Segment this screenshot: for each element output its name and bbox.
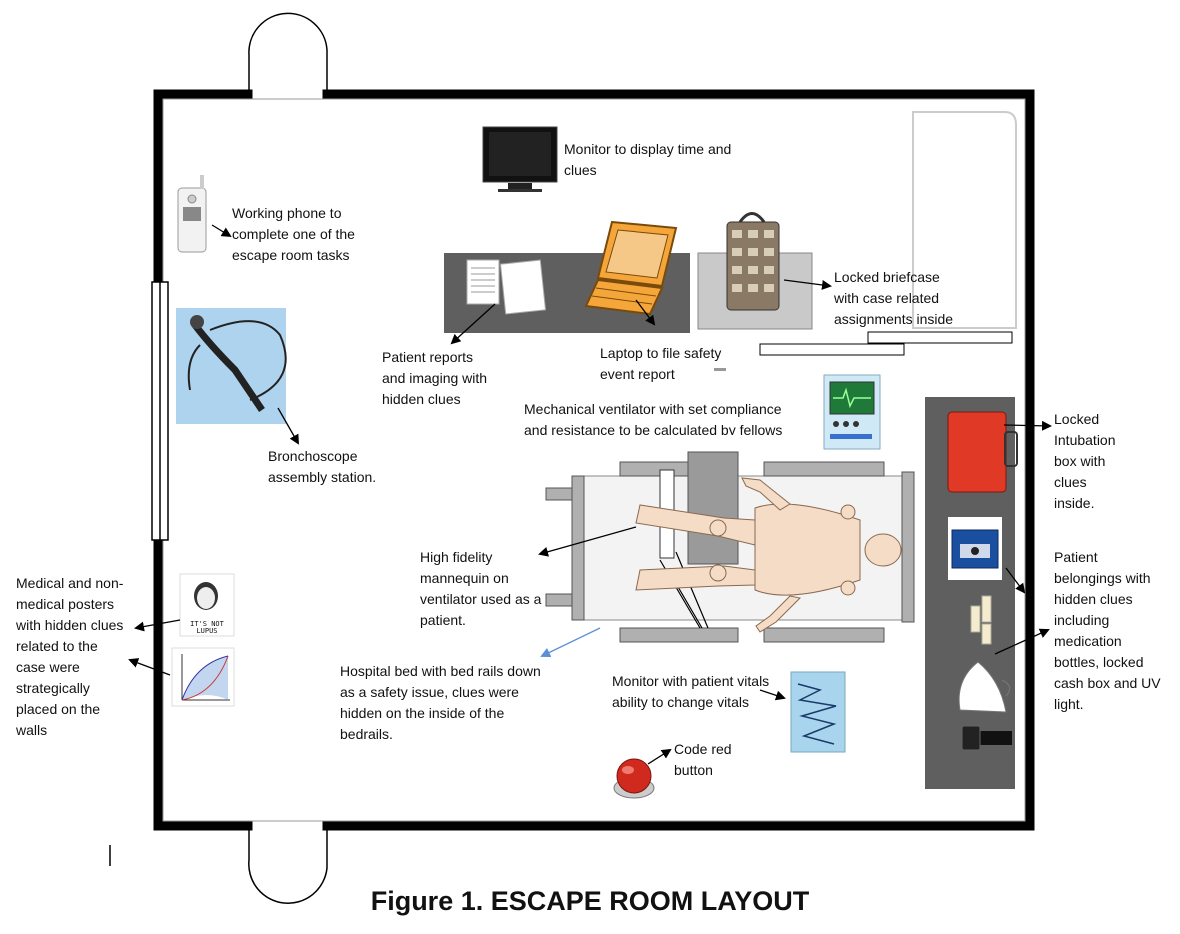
bag-icon xyxy=(958,661,1011,713)
annotation-arrows xyxy=(128,224,1052,765)
bronchoscope-label: Bronchoscope assembly station. xyxy=(268,448,377,485)
lupus-poster: IT'S NOT LUPUS xyxy=(179,573,235,637)
mannequin-label: High fidelity mannequin on ventilator us… xyxy=(420,549,542,628)
monitor-time-label: Monitor to display time and clues xyxy=(564,141,732,178)
room-walls xyxy=(153,89,1035,831)
left-window xyxy=(151,281,169,541)
patient-reports-icon xyxy=(466,259,547,315)
patient-reports-label: Patient reports and imaging with hidden … xyxy=(382,349,488,407)
mannequin-icon xyxy=(635,477,902,633)
intubation-box-icon xyxy=(947,411,1018,493)
phone-label: Working phone to complete one of the esc… xyxy=(232,205,355,263)
top-door[interactable] xyxy=(248,12,328,90)
svg-text:LUPUS: LUPUS xyxy=(196,627,217,635)
graph-poster xyxy=(171,647,235,707)
bed-label: Hospital bed with bed rails down as a sa… xyxy=(340,663,541,742)
phone-icon xyxy=(177,175,207,253)
intubation-box-label: Locked Intubation box with clues inside. xyxy=(1054,411,1116,511)
figure-title: Figure 1. ESCAPE ROOM LAYOUT xyxy=(370,886,810,916)
monitor-icon xyxy=(482,126,558,192)
bronchoscope-icon xyxy=(176,308,287,424)
laptop-label: Laptop to file safety event report xyxy=(600,345,722,382)
ventilator-label: Mechanical ventilator with set complianc… xyxy=(524,401,783,435)
vitals-monitor-label: Monitor with patient vitals ability to c… xyxy=(612,673,770,710)
medication-bottles-icon xyxy=(970,595,992,645)
briefcase-label: Locked briefcase with case related assig… xyxy=(834,269,954,327)
vitals-monitor-icon xyxy=(790,671,846,753)
cash-box-icon xyxy=(948,517,1002,580)
code-red-button-icon xyxy=(613,758,655,799)
belongings-label: Patient belongings with hidden clues inc… xyxy=(1054,549,1161,712)
bottom-door[interactable] xyxy=(248,830,328,904)
ventilator-icon xyxy=(823,374,881,450)
laptop-icon xyxy=(584,220,678,316)
uv-light-icon xyxy=(961,725,1012,751)
whiteboard-cabinet xyxy=(714,111,1017,371)
posters-label: Medical and non- medical posters with hi… xyxy=(16,575,124,738)
briefcase-icon xyxy=(726,212,780,311)
svg-text:IT'S NOT: IT'S NOT xyxy=(190,620,225,628)
bed-annotation-arrow xyxy=(540,627,601,658)
code-red-label: Code red button xyxy=(674,741,732,778)
